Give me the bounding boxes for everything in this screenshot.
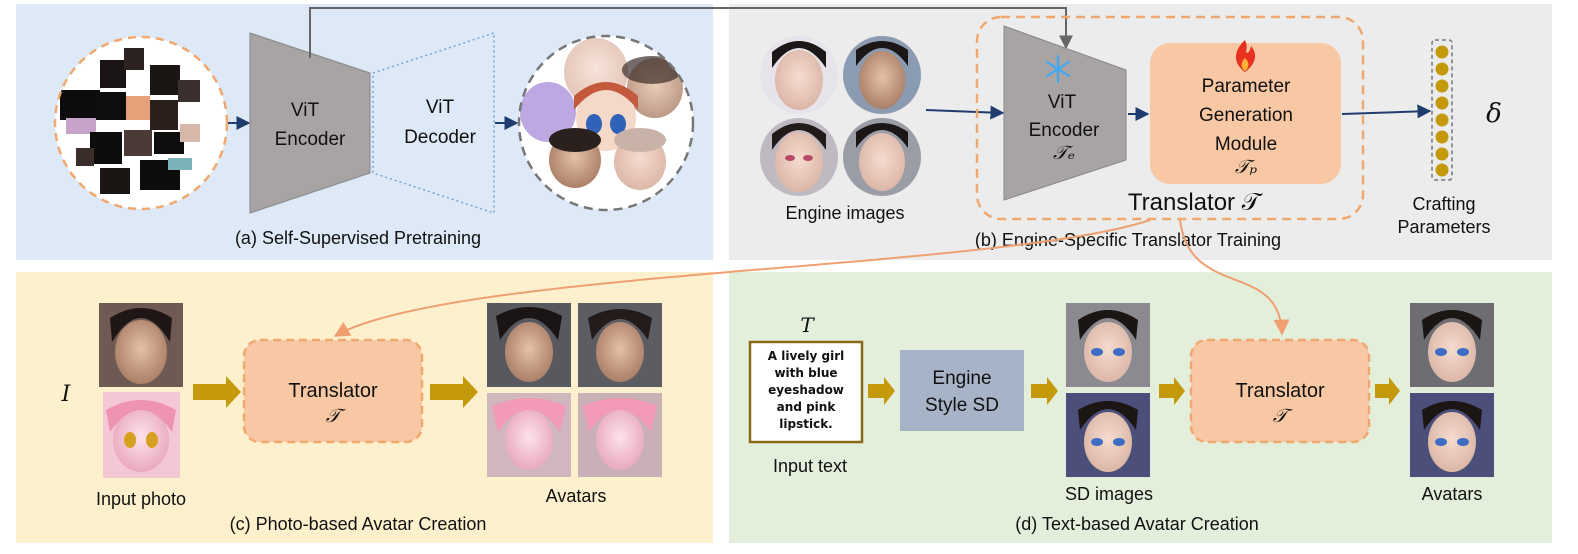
sd-image-2 <box>1066 393 1150 477</box>
translator-dashed-box <box>975 15 1365 221</box>
module-line1: Parameter <box>1202 76 1291 97</box>
input-text-line2: with blue <box>774 366 837 380</box>
engine-style-sd-box <box>900 350 1024 431</box>
translator-d-label: Translator <box>1235 380 1325 402</box>
caption-b: (b) Engine-Specific Translator Training <box>975 230 1281 250</box>
avatar-c-2 <box>578 303 662 387</box>
gold-arrow-c1 <box>193 376 241 408</box>
module-line3: Module <box>1215 134 1277 155</box>
translator-c-label: Translator <box>288 380 378 402</box>
weight-transfer-arrow <box>309 7 1073 58</box>
gold-arrow-c2 <box>430 376 478 408</box>
gold-arrow-d1 <box>868 377 895 405</box>
arrow-b3 <box>1341 104 1432 119</box>
avatar-c-1 <box>487 303 571 387</box>
avatar-d-2 <box>1410 393 1494 477</box>
engine-face-1 <box>760 36 838 114</box>
arrow-b1 <box>925 105 1005 120</box>
input-text-box <box>748 340 864 444</box>
avatar-c-4 <box>578 393 662 477</box>
translator-link-d <box>1179 219 1290 336</box>
sd-images-label: SD images <box>1065 484 1153 504</box>
caption-a: (a) Self-Supervised Pretraining <box>235 228 481 248</box>
sd-images <box>1066 303 1150 477</box>
sd-image-1 <box>1066 303 1150 387</box>
crafting-params-line1: Crafting <box>1412 194 1475 214</box>
input-photo-male <box>99 303 183 387</box>
input-photo-label: Input photo <box>96 489 186 509</box>
input-photo-anime <box>103 392 180 478</box>
module-symbol: 𝒯ₚ <box>1235 156 1258 178</box>
engine-sd-line2: Style SD <box>925 395 999 416</box>
encoder-b-line2: Encoder <box>1029 120 1100 141</box>
encoder-a-line2: Encoder <box>275 129 346 150</box>
input-text-line3: eyeshadow <box>768 383 844 397</box>
vit-encoder-b <box>1003 25 1127 201</box>
caption-c: (c) Photo-based Avatar Creation <box>230 514 487 534</box>
delta-symbol: δ <box>1486 99 1502 129</box>
reconstructed-faces-circle <box>517 34 695 212</box>
crafting-params-line2: Parameters <box>1397 217 1490 237</box>
avatar-c-3 <box>487 393 571 477</box>
caption-d: (d) Text-based Avatar Creation <box>1015 514 1258 534</box>
vit-encoder-a <box>249 32 371 214</box>
decoder-a-line2: Decoder <box>404 127 476 148</box>
input-text-line4: and pink <box>777 400 837 414</box>
engine-images-grid <box>760 36 921 196</box>
avatars-label-c: Avatars <box>546 486 607 506</box>
input-text-label: Input text <box>773 456 847 476</box>
translator-link-c <box>333 219 1151 337</box>
avatar-grid-c <box>487 303 662 477</box>
encoder-b-line1: ViT <box>1048 92 1077 113</box>
vit-decoder-a <box>372 31 495 215</box>
gold-arrow-d3 <box>1159 377 1185 405</box>
avatars-d <box>1410 303 1494 477</box>
avatars-label-d: Avatars <box>1422 484 1483 504</box>
masked-faces-circle <box>53 35 229 211</box>
encoder-a-line1: ViT <box>291 100 320 121</box>
input-text-line5: lipstick. <box>779 417 832 431</box>
input-photo-symbol: I <box>61 382 72 407</box>
flame-icon <box>1235 40 1256 72</box>
engine-images-label: Engine images <box>785 203 904 223</box>
encoder-b-symbol: 𝒯ₑ <box>1053 142 1075 164</box>
crafting-parameters-vector <box>1431 39 1453 181</box>
engine-face-3 <box>760 118 838 196</box>
translator-label-b: Translator 𝒯 <box>1128 189 1264 216</box>
decoder-a-line1: ViT <box>426 97 455 118</box>
module-line2: Generation <box>1199 105 1293 126</box>
translator-box-c <box>242 338 424 444</box>
avatar-d-1 <box>1410 303 1494 387</box>
gold-arrow-d2 <box>1031 377 1058 405</box>
input-text-symbol: T <box>800 313 815 337</box>
input-text-line1: A lively girl <box>768 349 845 363</box>
engine-face-2 <box>843 36 921 114</box>
translator-box-d <box>1189 338 1371 444</box>
parameter-generation-module <box>1150 43 1341 184</box>
engine-sd-line1: Engine <box>932 368 991 389</box>
engine-face-4 <box>843 118 921 196</box>
gold-arrow-d4 <box>1375 377 1400 405</box>
snowflake-icon <box>1045 54 1071 84</box>
